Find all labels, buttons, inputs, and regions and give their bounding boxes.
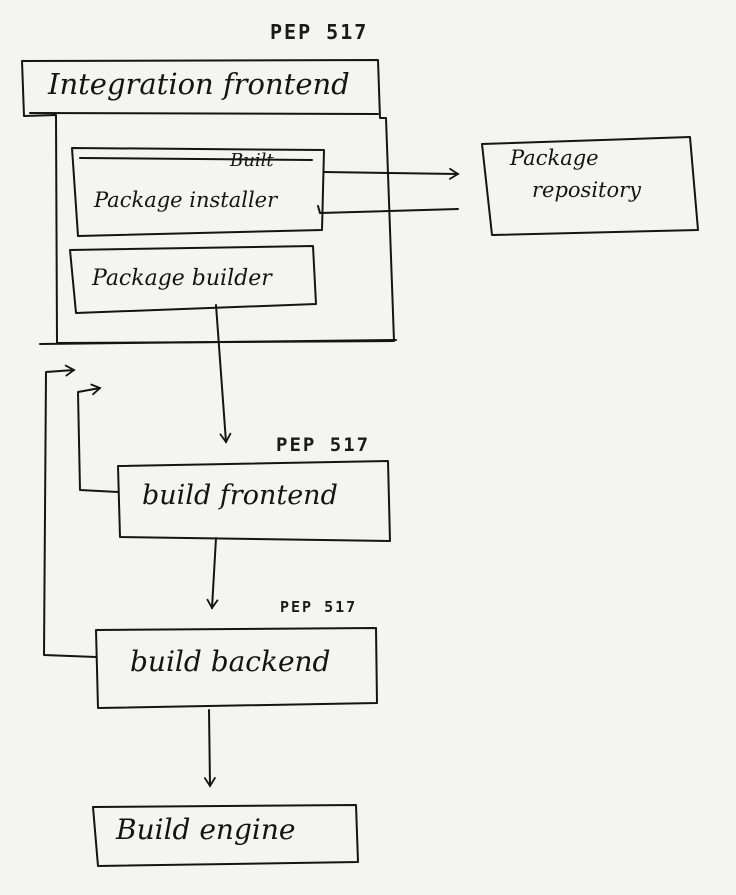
integration-frontend-header-divider (29, 112, 379, 115)
built-label: Built (230, 150, 274, 171)
integration-frontend-label: Integration frontend (48, 67, 350, 101)
package-builder-label: Package builder (92, 266, 272, 291)
backend-loop-arrow (43, 364, 97, 658)
frontend-to-backend-arrow (206, 537, 219, 610)
build-frontend-label: build frontend (142, 480, 338, 511)
build-backend-label: build backend (130, 645, 331, 678)
pep-517-build-backend-label: PEP 517 (280, 598, 358, 616)
package-installer-divider (79, 157, 313, 161)
package-installer-box (71, 147, 325, 237)
package-repository-label-line1: Package (510, 146, 599, 170)
package-repository-label-line2: repository (532, 178, 642, 202)
installer-to-repository-arrow (323, 167, 460, 180)
frontend-loop-arrow (77, 383, 119, 493)
pep-517-top-label: PEP 517 (270, 20, 369, 44)
package-installer-label: Package installer (94, 188, 278, 212)
builder-to-frontend-arrow (215, 304, 232, 444)
build-frontend-box (117, 460, 391, 542)
build-backend-box (95, 627, 378, 709)
backend-to-engine-arrow (203, 709, 216, 788)
build-engine-box (92, 804, 359, 867)
package-repository-box (481, 136, 699, 236)
pep-517-build-frontend-label: PEP 517 (276, 434, 371, 456)
build-engine-label: Build engine (116, 813, 296, 846)
repository-to-installer-line (319, 208, 459, 214)
package-builder-box (69, 245, 317, 314)
